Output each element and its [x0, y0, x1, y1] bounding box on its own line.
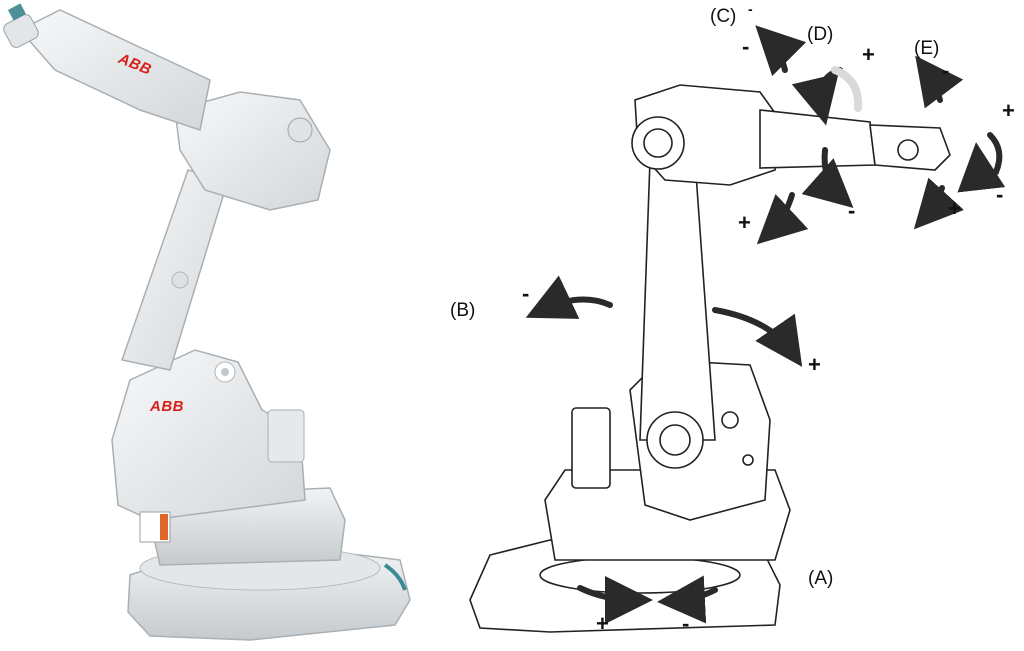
sign-c-minus-top: -	[748, 1, 753, 17]
sign-e-minus: -	[942, 58, 950, 83]
axis-label-a: (A)	[808, 568, 834, 589]
sign-a-plus: +	[596, 611, 609, 636]
sign-f-plus: +	[1002, 98, 1015, 123]
arrow-a-plus	[577, 575, 653, 624]
sign-d-minus: -	[848, 198, 856, 223]
robot-side-motor	[267, 409, 305, 463]
arrow-a-minus	[657, 575, 718, 624]
robot-forearm	[18, 9, 211, 131]
sign-a-minus: -	[682, 611, 690, 636]
axis-label-d: (D)	[807, 24, 834, 45]
diagram-lower-arm	[639, 159, 716, 441]
arrow-c-plus	[756, 192, 809, 245]
arrow-e-plus	[913, 177, 964, 230]
sign-b-plus: +	[808, 352, 821, 377]
axis-diagram: (A) (B) (C) (D) (E) + - - + - - + + - - …	[430, 0, 1024, 651]
arrow-f-rotation	[957, 132, 1006, 193]
arrow-d-lower	[801, 147, 854, 208]
axis-label-c: (C)	[710, 6, 737, 27]
robot-photo: ABB ABB	[0, 0, 430, 651]
robot-lower-arm	[121, 169, 229, 371]
arrow-b-plus	[712, 307, 803, 367]
axis-label-b: (B)	[450, 300, 476, 321]
sign-d-plus: +	[862, 42, 875, 67]
diagram-motor	[571, 407, 611, 489]
sign-b-minus: -	[522, 281, 530, 306]
sign-f-minus: -	[996, 182, 1004, 207]
sign-c-plus: +	[738, 210, 751, 235]
robot-line-drawing	[469, 25, 1006, 633]
arrow-d-upper	[791, 67, 843, 126]
sign-e-plus: +	[948, 196, 961, 221]
diagram-forearm	[759, 109, 876, 169]
arrow-b-minus	[525, 275, 613, 319]
arrow-c-minus	[755, 25, 807, 77]
axis-label-e: (E)	[914, 38, 940, 59]
abb-logo-lower: ABB	[150, 398, 184, 415]
arrow-e-minus	[915, 55, 964, 109]
sign-c-minus: -	[742, 34, 750, 59]
robot-photo-illustration	[3, 3, 411, 641]
